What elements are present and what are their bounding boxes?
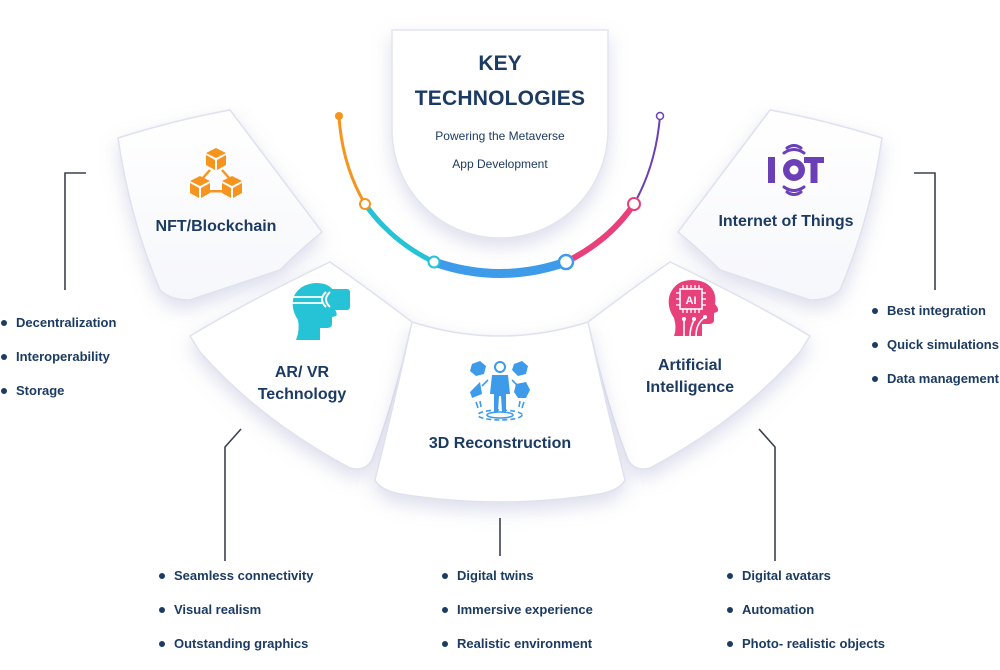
segment-nft <box>117 109 324 301</box>
title-key: KEY <box>478 52 522 75</box>
subtitle-line-2: App Development <box>452 157 548 171</box>
segment-iot <box>676 109 883 301</box>
feature-item: Storage <box>0 383 116 417</box>
feature-item: Photo- realistic objects <box>726 636 885 670</box>
connector-ai <box>758 428 776 561</box>
blockchain-cubes-icon <box>190 148 242 198</box>
vr-headset-head-icon <box>292 283 350 340</box>
label-artificial-intelligence: Artificial Intelligence <box>620 355 760 399</box>
connector-iot <box>914 172 936 290</box>
label-ai-line-1: Artificial <box>657 357 722 374</box>
arc-node-pink <box>627 197 641 211</box>
segment-ai <box>587 261 812 470</box>
feature-list-ai: Digital avatars Automation Photo- realis… <box>726 568 885 670</box>
ai-chip-text: AI <box>686 295 697 307</box>
arc-node-purple-end <box>655 111 665 121</box>
label-ar-vr-technology: AR/ VR Technology <box>232 362 372 406</box>
subtitle: Powering the Metaverse App Development <box>405 122 595 178</box>
label-ar-vr-line-2: Technology <box>257 386 347 403</box>
iot-signal-icon <box>768 144 824 196</box>
label-ar-vr-line-1: AR/ VR <box>274 364 330 381</box>
connector-nft <box>64 172 86 290</box>
diagram-background <box>64 29 936 561</box>
arc-node-blue <box>557 253 575 271</box>
arc-node-orange-start <box>335 112 343 120</box>
feature-item: Digital twins <box>441 568 593 602</box>
feature-item: Immersive experience <box>441 602 593 636</box>
feature-item: Best integration <box>871 303 999 337</box>
segment-arvr <box>188 261 413 470</box>
progress-arc <box>337 114 661 278</box>
center-circle <box>391 29 609 239</box>
label-nft-blockchain: NFT/Blockchain <box>155 218 277 235</box>
label-3d-reconstruction: 3D Reconstruction <box>428 435 572 452</box>
feature-item: Seamless connectivity <box>158 568 313 602</box>
feature-item: Quick simulations <box>871 337 999 371</box>
subtitle-line-1: Powering the Metaverse <box>435 129 565 143</box>
ai-head-chip-icon: AI <box>668 280 719 337</box>
feature-item: Visual realism <box>158 602 313 636</box>
feature-list-nft: Decentralization Interoperability Storag… <box>0 315 116 417</box>
key-technologies-diagram: KEY TECHNOLOGIES Powering the Metaverse … <box>0 29 999 651</box>
feature-item: Decentralization <box>0 315 116 349</box>
feature-list-3d: Digital twins Immersive experience Reali… <box>441 568 593 670</box>
feature-item: Automation <box>726 602 885 636</box>
feature-list-iot: Best integration Quick simulations Data … <box>871 303 999 405</box>
feature-item: Realistic environment <box>441 636 593 670</box>
3d-reconstruction-person-icon <box>470 361 530 421</box>
feature-item: Digital avatars <box>726 568 885 602</box>
title-technologies: TECHNOLOGIES <box>414 87 586 110</box>
label-ai-line-2: Intelligence <box>645 379 735 396</box>
arc-node-orange <box>359 198 371 210</box>
feature-item: Data management <box>871 371 999 405</box>
feature-item: Outstanding graphics <box>158 636 313 670</box>
feature-item: Interoperability <box>0 349 116 383</box>
feature-list-arvr: Seamless connectivity Visual realism Out… <box>158 568 313 670</box>
arc-node-cyan <box>427 255 441 269</box>
label-internet-of-things: Internet of Things <box>718 213 854 230</box>
connector-arvr <box>224 428 242 561</box>
